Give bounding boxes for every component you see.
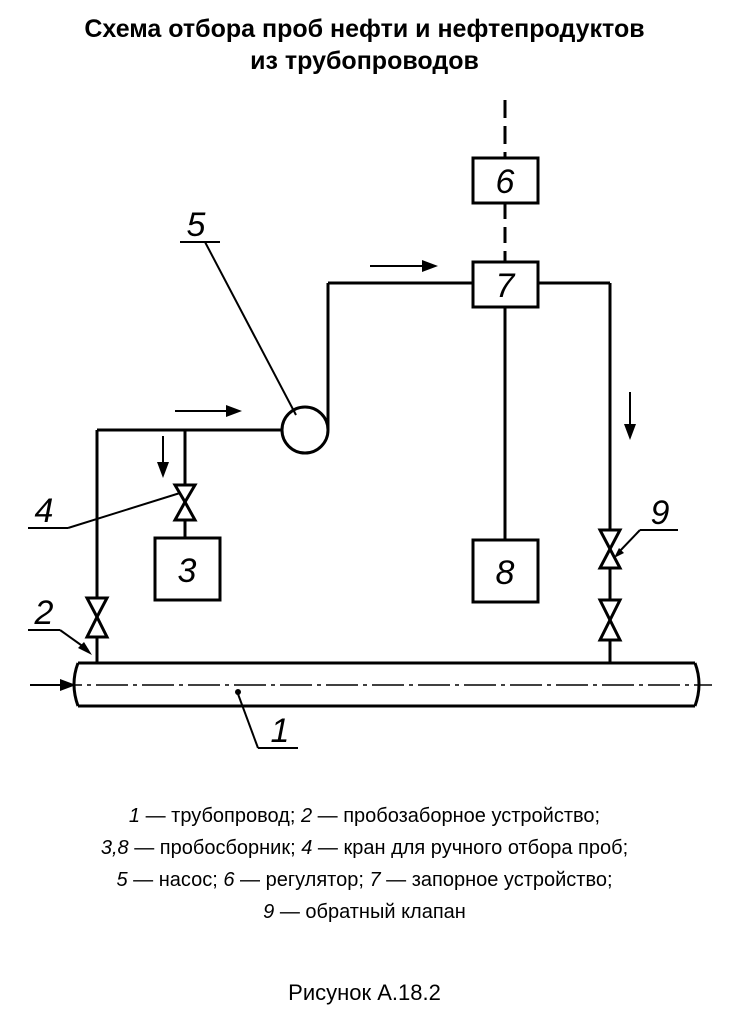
legend-line: 3,8 — пробосборник; 4 — кран для ручного… <box>0 832 729 864</box>
legend-number: 6 <box>223 869 235 891</box>
legend-number: 3,8 <box>100 837 129 859</box>
left-sampling-riser <box>95 428 282 663</box>
inflow-arrow <box>30 679 76 691</box>
label-3: 3 <box>178 552 197 590</box>
label-6: 6 <box>496 163 515 201</box>
legend-number: 4 <box>301 837 313 859</box>
legend-number: 7 <box>369 869 381 891</box>
legend-number: 2 <box>300 805 313 827</box>
label-9-arrowhead <box>614 548 624 558</box>
sample-collector-8-box <box>471 538 540 604</box>
label-1: 1 <box>271 712 290 750</box>
diagram-title-line-1: Схема отбора проб нефти и нефтепродуктов <box>84 15 645 43</box>
legend-text: — регулятор; <box>234 869 370 891</box>
legend-text: — запорное устройство; <box>380 869 613 891</box>
sample-collector-3-box <box>153 536 222 602</box>
label-7: 7 <box>496 267 516 305</box>
legend-line: 5 — насос; 6 — регулятор; 7 — запорное у… <box>0 864 729 896</box>
flow-arrow-down-collector <box>157 436 169 478</box>
legend-text: — насос; <box>127 869 224 891</box>
label-9: 9 <box>651 494 670 532</box>
label-5: 5 <box>187 206 206 244</box>
diagram-title-line-2: из трубопроводов <box>250 47 479 75</box>
legend-number: 5 <box>116 869 128 891</box>
manual-sampling-valve <box>172 483 198 522</box>
probe-arrowhead <box>78 642 92 655</box>
flow-arrow-to-shutoff <box>370 260 438 272</box>
legend-text: — пробосборник; <box>128 837 302 859</box>
pump-symbol <box>280 405 330 455</box>
return-shutoff-valve <box>597 598 623 642</box>
legend-number: 1 <box>128 805 141 827</box>
legend-text: — трубопровод; <box>140 805 301 827</box>
pipeline-label-dot <box>235 689 241 695</box>
check-valve <box>597 528 623 570</box>
legend-line: 9 — обратный клапан <box>0 896 729 928</box>
flow-arrow-to-pump <box>175 405 242 417</box>
legend-text: — пробозаборное устройство; <box>312 805 601 827</box>
flow-arrow-down-return <box>624 392 636 440</box>
left-shutoff-valve <box>84 596 110 639</box>
legend-text: — кран для ручного отбора проб; <box>312 837 629 859</box>
legend-line: 1 — трубопровод; 2 — пробозаборное устро… <box>0 800 729 832</box>
legend-number: 9 <box>263 901 275 923</box>
label-4: 4 <box>35 492 54 530</box>
figure-caption: Рисунок А.18.2 <box>288 980 441 1005</box>
label-2: 2 <box>34 594 54 632</box>
label-8: 8 <box>496 554 515 592</box>
legend-text: — обратный клапан <box>274 901 466 923</box>
